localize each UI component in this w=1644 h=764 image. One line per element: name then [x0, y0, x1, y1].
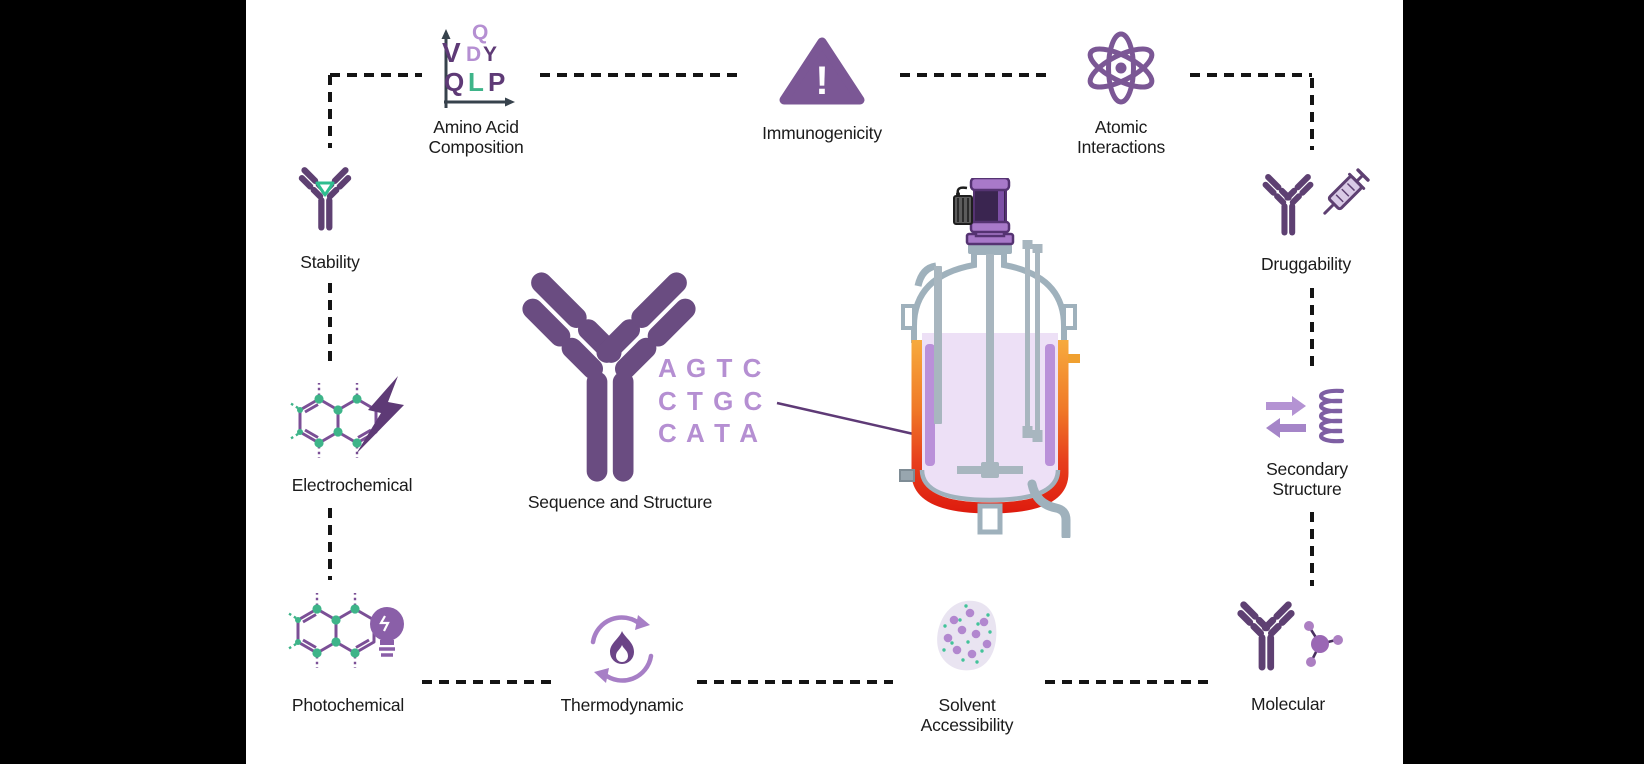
connector-right-v1: [1310, 78, 1314, 150]
dna-sequence-text: A G T C C T G C C A T A: [658, 352, 764, 450]
sequence-line: C T G C: [658, 385, 764, 416]
label-line: Composition: [428, 137, 524, 157]
antibody-stability-icon: [290, 156, 360, 246]
amino-letter-l: L: [468, 67, 484, 97]
flame-icon: [610, 631, 634, 664]
thermodynamic-label: Thermodynamic: [560, 695, 684, 715]
probe: [1035, 252, 1040, 430]
probe-cap: [1022, 240, 1033, 249]
sequence-structure-label: Sequence and Structure: [527, 492, 713, 512]
side-port: [899, 469, 915, 482]
syringe-icon: [1323, 168, 1370, 215]
connector-photo-thermo: [422, 680, 552, 684]
stability-label: Stability: [300, 252, 360, 272]
sequence-line: A G T C: [658, 353, 763, 383]
hex-molecule-icon: [286, 591, 376, 669]
amino-letter-v: V: [442, 37, 461, 68]
molecule-lightbulb-icon: [286, 591, 404, 669]
druggability-label: Druggability: [1260, 254, 1352, 274]
connector-amino-immuno: [540, 73, 742, 77]
connector-electro-photo: [328, 508, 332, 580]
label-line: Amino Acid: [433, 117, 519, 137]
connector-left-v1: [328, 75, 332, 148]
diagram-stage: [246, 0, 1403, 764]
antibody-icon: [302, 170, 348, 227]
cycle-flame-icon: [590, 615, 654, 683]
probe-tip: [1022, 426, 1033, 438]
solvent-blob-icon: [937, 600, 997, 671]
equilibrium-helix-icon: [1266, 388, 1345, 444]
connector-drugg-secondary: [1310, 288, 1314, 366]
immunogenicity-label: Immunogenicity: [762, 123, 882, 143]
flange-right: [1062, 304, 1077, 330]
connector-stability-electro: [328, 283, 332, 367]
secondary-structure-label: Secondary Structure: [1266, 459, 1348, 499]
label-line: Accessibility: [920, 715, 1014, 735]
drain-pipe: [977, 503, 1003, 535]
dip-tube: [934, 266, 942, 424]
amino-letter-q-top: Q: [472, 21, 489, 44]
amino-letter-q-bottom: Q: [444, 67, 465, 97]
photochemical-label: Photochemical: [291, 695, 405, 715]
connector-solvent-molecular: [1045, 680, 1213, 684]
baffle-right: [1045, 344, 1055, 466]
bioreactor-illustration: [899, 178, 1080, 538]
antibody-syringe-icon: [1256, 168, 1370, 246]
neck-flange: [968, 244, 1012, 254]
connector-thermo-solvent: [697, 680, 893, 684]
arrow-left-icon: [1266, 418, 1306, 438]
motor-highlight: [998, 186, 1004, 222]
flange-left: [901, 304, 916, 330]
jacket-port: [1068, 354, 1080, 363]
gearbox-fins: [957, 198, 969, 222]
exclamation-glyph: !: [815, 59, 828, 103]
connector-immuno-atomic: [900, 73, 1048, 77]
probe-cap: [1032, 244, 1043, 253]
solvent-accessibility-label: Solvent Accessibility: [921, 695, 1014, 735]
amino-letter-d: D: [466, 43, 482, 66]
amino-letter-p: P: [488, 67, 506, 97]
axes-icon: [441, 29, 515, 108]
probe-tip: [1032, 430, 1043, 442]
connector-secondary-molecular: [1310, 512, 1314, 586]
lightbulb-icon: [370, 607, 404, 657]
sequence-line: C A T A: [658, 418, 760, 448]
baffle-left: [925, 344, 935, 466]
molecular-label: Molecular: [1250, 694, 1326, 714]
label-line: Atomic: [1094, 117, 1148, 137]
motor-band: [969, 220, 1011, 234]
warning-triangle-icon: !: [779, 37, 865, 105]
label-line: Solvent: [938, 695, 996, 715]
atomic-interactions-label: Atomic Interactions: [1077, 117, 1165, 157]
atom-icon: [1087, 31, 1155, 105]
antibody-icon: [1241, 605, 1291, 667]
agitator-shaft: [986, 242, 994, 470]
connector-atomic-topright: [1190, 73, 1312, 77]
antibody-molecule-icon: [1230, 590, 1343, 682]
electrochemical-label: Electrochemical: [291, 475, 413, 495]
connector-topleft-h: [330, 73, 422, 77]
helix-icon: [1319, 388, 1345, 444]
molecule-lightning-icon: [288, 376, 404, 459]
amino-letter-y: Y: [483, 43, 498, 66]
label-line: Interactions: [1076, 137, 1166, 157]
outlet-pipe: [1027, 479, 1071, 538]
antibody-icon: [1266, 177, 1311, 232]
inlet-pipe: [914, 262, 937, 287]
probe: [1025, 248, 1030, 426]
tank-bottom-line: [919, 469, 1061, 503]
lightning-bolt-icon: [356, 376, 404, 454]
arrow-right-icon: [1266, 396, 1306, 416]
label-line: Secondary: [1266, 459, 1348, 479]
impeller-hub: [981, 462, 999, 478]
green-triangle-icon: [315, 181, 335, 197]
amino-acid-composition-icon: Q V D Y Q L P: [436, 21, 520, 112]
motor-cap: [969, 178, 1011, 192]
molecule-icon: [1304, 621, 1343, 667]
label-line: Structure: [1272, 479, 1342, 499]
amino-acid-composition-label: Amino Acid Composition: [428, 117, 523, 157]
